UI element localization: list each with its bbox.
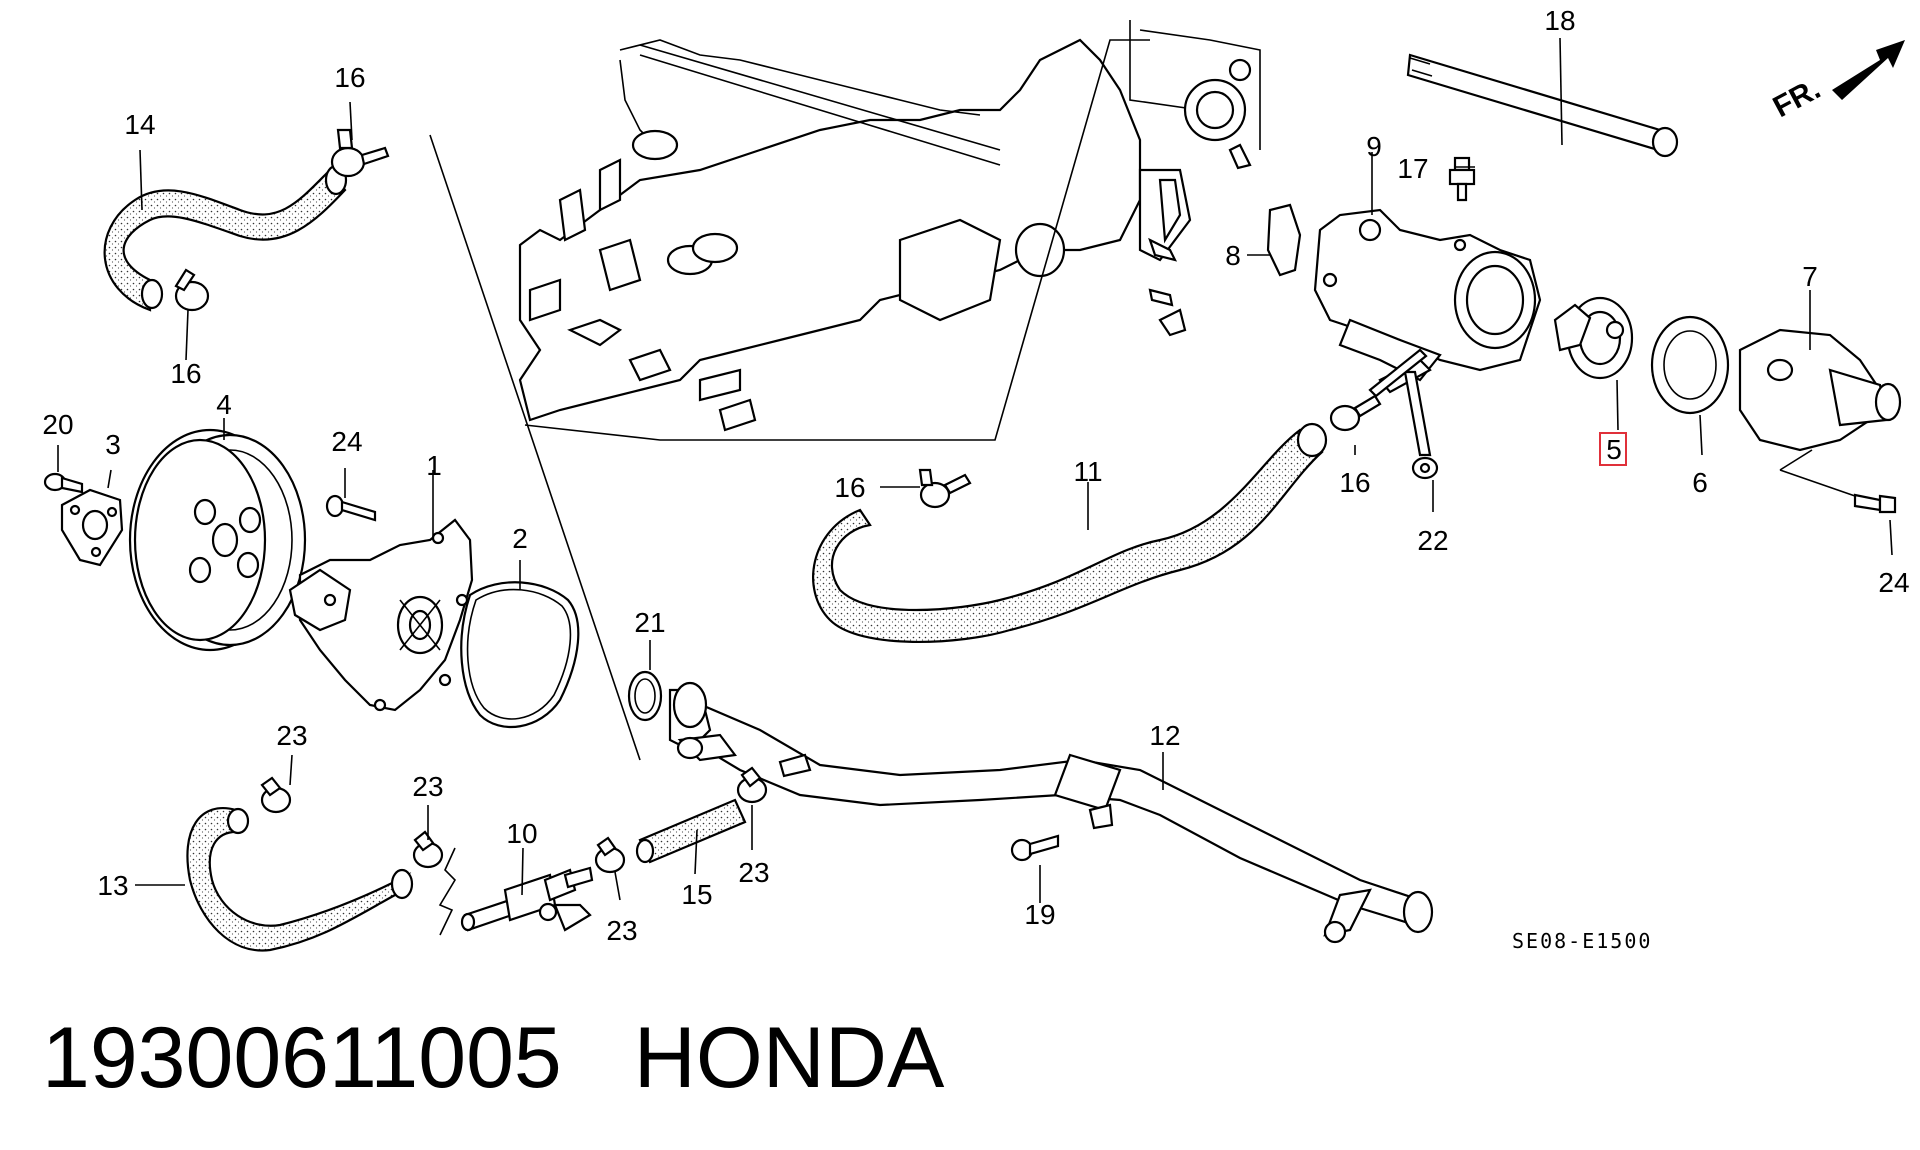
brand-name: HONDA [633, 1010, 945, 1106]
bolt-24-right [1853, 493, 1897, 514]
highlight-box-5 [1599, 432, 1627, 466]
bypass-pipe-18 [1406, 53, 1679, 158]
callout-24-right: 24 [1878, 567, 1909, 598]
callout-13: 13 [97, 870, 128, 901]
gasket-8 [1266, 203, 1302, 277]
bypass-inlet-10 [460, 866, 594, 932]
clamp-23-b [412, 830, 444, 869]
bolt-19 [1010, 834, 1060, 862]
hose-15 [635, 798, 747, 864]
hose-13 [186, 807, 414, 952]
gasket-2 [460, 581, 580, 729]
callout-23-c: 23 [606, 915, 637, 946]
clamp-16-upper-right [1329, 394, 1382, 432]
o-ring-21 [627, 670, 663, 722]
stud [1368, 348, 1428, 398]
callout-16-center: 16 [834, 472, 865, 503]
callout-17: 17 [1397, 153, 1428, 184]
callout-8: 8 [1225, 240, 1241, 271]
callout-4: 4 [216, 389, 232, 420]
pulley-4 [128, 428, 307, 652]
callout-11: 11 [1073, 456, 1102, 487]
callout-3: 3 [105, 429, 121, 460]
callout-5: 5 [1606, 434, 1622, 465]
callout-16-right: 16 [1339, 467, 1370, 498]
sensor-17 [1448, 156, 1476, 202]
hose-14 [103, 164, 348, 312]
clamp-16-left [174, 268, 210, 312]
thermostat-cover-7 [1738, 328, 1902, 452]
hose-11 [812, 422, 1328, 643]
clamp-23-d [736, 766, 768, 804]
callout-21: 21 [634, 607, 665, 638]
part-number: 19300611005 [42, 1010, 562, 1106]
callout-16-left: 16 [170, 358, 201, 389]
callout-7: 7 [1802, 261, 1818, 292]
callout-12: 12 [1149, 720, 1180, 751]
front-direction-arrow: FR. [1768, 40, 1905, 124]
callout-labels: 18 16 14 16 9 17 8 7 5 6 16 22 24 11 16 … [42, 5, 1909, 946]
intake-manifold [518, 20, 1261, 441]
thermostat-5 [1553, 296, 1634, 380]
callout-24-left: 24 [331, 426, 362, 457]
callout-10: 10 [506, 818, 537, 849]
callout-20: 20 [42, 409, 73, 440]
callout-23-b: 23 [412, 771, 443, 802]
clamp-16-center [918, 468, 972, 509]
callout-16-top: 16 [334, 62, 365, 93]
callout-14: 14 [124, 109, 155, 140]
callout-6: 6 [1692, 467, 1708, 498]
thermostat-housing-9 [1313, 208, 1542, 394]
callout-23-a: 23 [276, 720, 307, 751]
clamp-23-a [260, 776, 292, 814]
clamp-16-top [330, 128, 390, 178]
direction-label: FR. [1768, 72, 1826, 124]
nut-22 [1403, 370, 1439, 480]
leader-lines [57, 37, 1893, 903]
callout-9: 9 [1366, 131, 1382, 162]
callout-22: 22 [1417, 525, 1448, 556]
bolt-20 [43, 472, 84, 494]
diagram-code: SE08-E1500 [1512, 929, 1652, 953]
plate-3 [60, 488, 124, 567]
callout-1: 1 [426, 450, 442, 481]
callout-2: 2 [512, 523, 528, 554]
callout-23-d: 23 [738, 857, 769, 888]
callout-19: 19 [1024, 899, 1055, 930]
clamp-23-c [594, 836, 626, 874]
callout-18: 18 [1544, 5, 1575, 36]
gasket-6 [1650, 315, 1730, 415]
water-pipe-12 [668, 681, 1434, 944]
bolt-24-left [325, 494, 377, 522]
callout-15: 15 [681, 879, 712, 910]
break-mark [438, 847, 457, 936]
water-pump-1 [288, 518, 474, 712]
